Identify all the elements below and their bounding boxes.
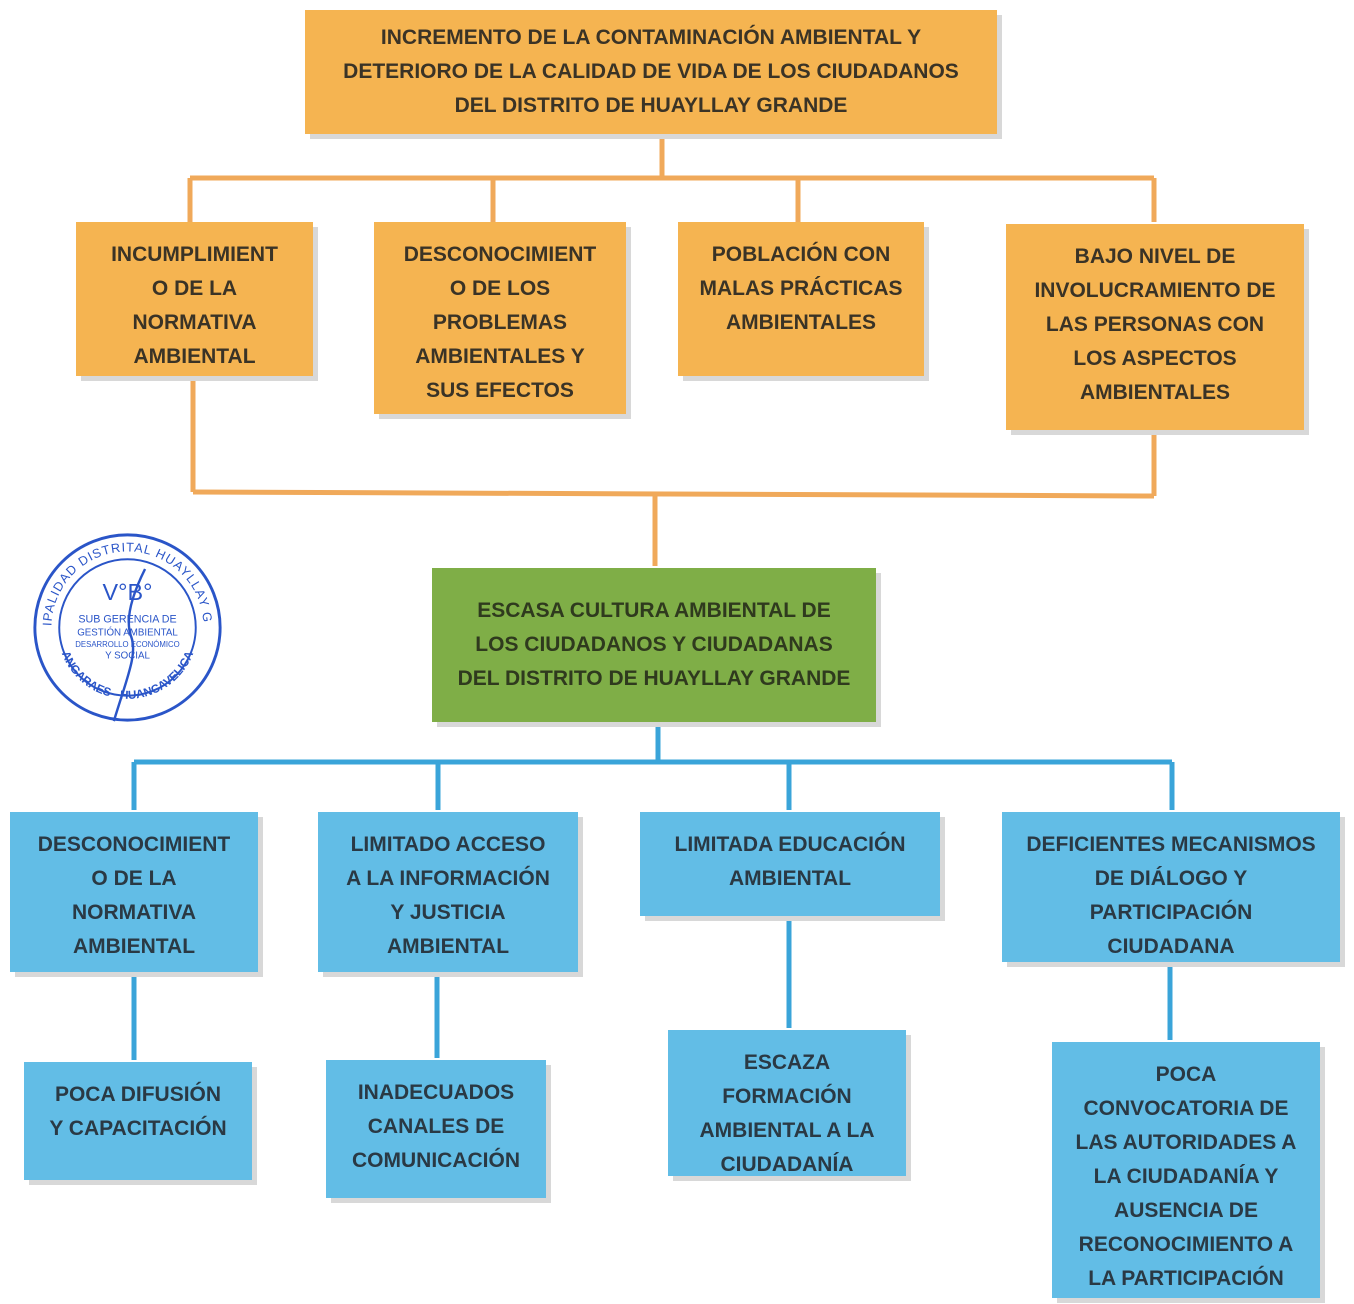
main-effect-box: INCREMENTO DE LA CONTAMINACIÓN AMBIENTAL… [305,10,997,134]
cause-text-2: LIMITADO ACCESO A LA INFORMACIÓN Y JUSTI… [346,833,550,958]
stamp-line-3: DESARROLLO ECONÓMICO [75,640,179,649]
central-problem-text: ESCASA CULTURA AMBIENTAL DE LOS CIUDADAN… [457,599,851,690]
cause-box-4: DEFICIENTES MECANISMOS DE DIÁLOGO Y PART… [1002,812,1340,962]
municipal-seal-stamp: MUNICIPALIDAD DISTRITAL HUAYLLAY GRANDE … [30,530,222,722]
cause-text-1: DESCONOCIMIENT O DE LA NORMATIVA AMBIENT… [37,833,231,958]
stamp-line-4: Y SOCIAL [105,651,150,662]
sub-cause-box-3: ESCAZA FORMACIÓN AMBIENTAL A LA CIUDADAN… [668,1030,906,1176]
cause-text-4: DEFICIENTES MECANISMOS DE DIÁLOGO Y PART… [1026,833,1316,958]
effect-box-1: INCUMPLIMIENT O DE LA NORMATIVA AMBIENTA… [76,222,313,376]
sub-cause-box-2: INADECUADOS CANALES DE COMUNICACIÓN [326,1060,546,1198]
svg-text:MUNICIPALIDAD DISTRITAL HUAYLL: MUNICIPALIDAD DISTRITAL HUAYLLAY GRANDE [30,530,215,626]
stamp-ring-text: MUNICIPALIDAD DISTRITAL HUAYLLAY GRANDE [30,530,214,626]
stamp-line-1: SUB GERENCIA DE [78,614,176,626]
sub-cause-text-1: POCA DIFUSIÓN Y CAPACITACIÓN [49,1083,227,1140]
signature-stroke [112,568,147,722]
sub-cause-text-3: ESCAZA FORMACIÓN AMBIENTAL A LA CIUDADAN… [699,1051,875,1176]
stamp-vobo: V°B° [103,579,153,605]
effect-box-2: DESCONOCIMIENT O DE LOS PROBLEMAS AMBIEN… [374,222,626,414]
central-problem-box: ESCASA CULTURA AMBIENTAL DE LOS CIUDADAN… [432,568,876,722]
effect-text-1: INCUMPLIMIENT O DE LA NORMATIVA AMBIENTA… [111,243,278,368]
effect-box-3: POBLACIÓN CON MALAS PRÁCTICAS AMBIENTALE… [678,222,924,376]
effect-text-4: BAJO NIVEL DE INVOLUCRAMIENTO DE LAS PER… [1034,245,1276,404]
sub-cause-text-4: POCA CONVOCATORIA DE LAS AUTORIDADES A L… [1075,1063,1297,1290]
effect-box-4: BAJO NIVEL DE INVOLUCRAMIENTO DE LAS PER… [1006,224,1304,430]
stamp-line-2: GESTIÓN AMBIENTAL [77,627,178,638]
effect-text-2: DESCONOCIMIENT O DE LOS PROBLEMAS AMBIEN… [403,243,597,402]
cause-box-3: LIMITADA EDUCACIÓN AMBIENTAL [640,812,940,916]
cause-box-1: DESCONOCIMIENT O DE LA NORMATIVA AMBIENT… [10,812,258,972]
effect-text-3: POBLACIÓN CON MALAS PRÁCTICAS AMBIENTALE… [699,243,903,334]
cause-box-2: LIMITADO ACCESO A LA INFORMACIÓN Y JUSTI… [318,812,578,972]
sub-cause-text-2: INADECUADOS CANALES DE COMUNICACIÓN [352,1081,520,1172]
sub-cause-box-1: POCA DIFUSIÓN Y CAPACITACIÓN [24,1062,252,1180]
main-effect-text: INCREMENTO DE LA CONTAMINACIÓN AMBIENTAL… [343,26,959,117]
cause-text-3: LIMITADA EDUCACIÓN AMBIENTAL [674,833,906,890]
connector-effects-lower-bus [192,489,1155,499]
sub-cause-box-4: POCA CONVOCATORIA DE LAS AUTORIDADES A L… [1052,1042,1320,1298]
